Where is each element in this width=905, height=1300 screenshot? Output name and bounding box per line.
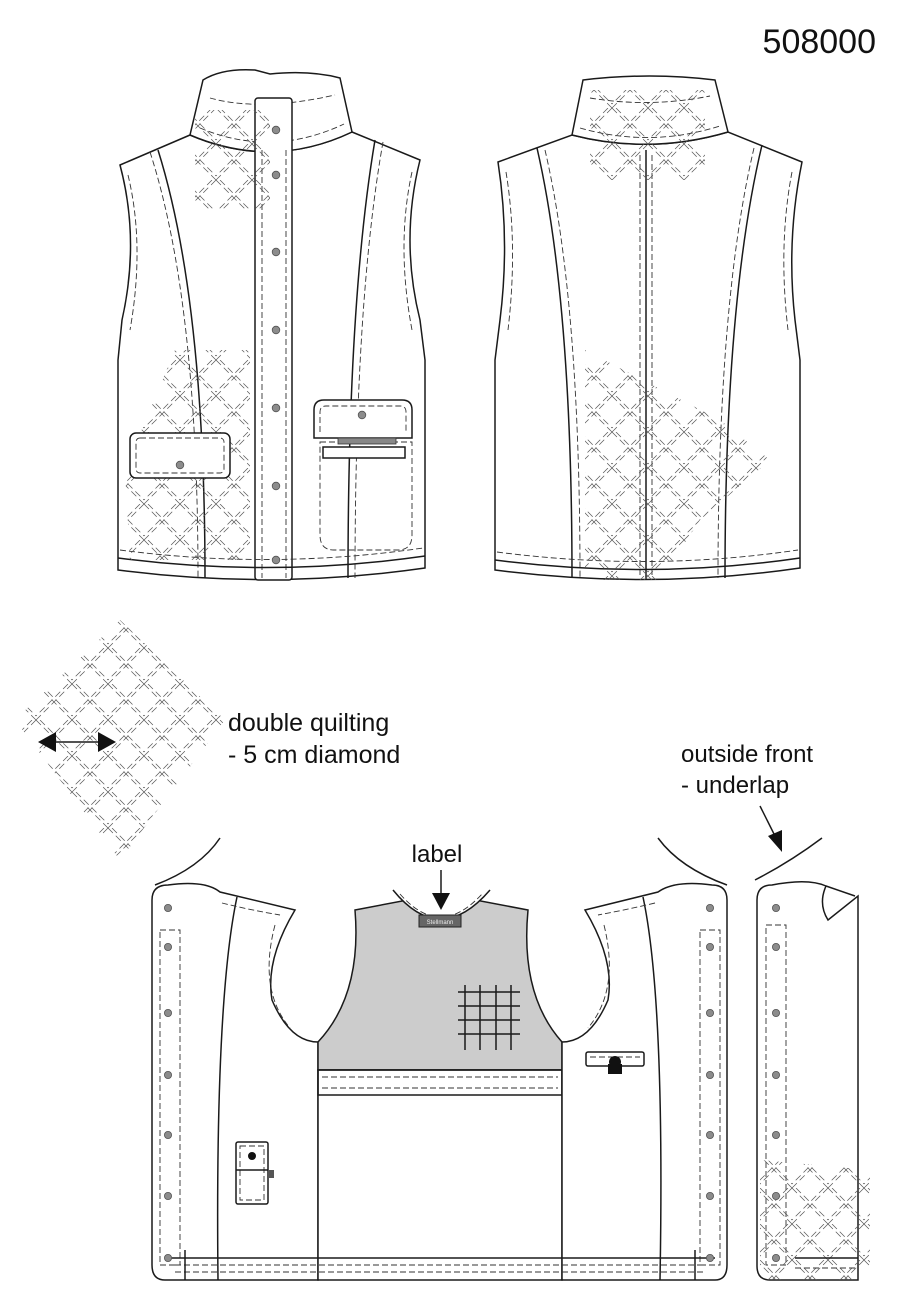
inside-view: Stellmann label [151,837,728,1281]
quilting-swatch: double quilting - 5 cm diamond [15,620,400,860]
front-buttons [271,125,281,565]
arrow-head-left [38,732,56,752]
front-quilting-collar [195,110,270,210]
inside-left-buttons [163,904,172,1263]
underlap-quilting [760,1160,870,1280]
inside-phone-pocket [235,1141,274,1205]
lining-grid-patch [458,985,520,1050]
underlap-piece [754,837,870,1281]
quilting-note-line2: - 5 cm diamond [228,741,400,769]
underlap-arrow-head [768,830,782,852]
front-view [117,68,426,581]
back-view [494,75,803,581]
brand-label-text: Stellmann [427,920,454,926]
label-arrow-head [432,893,450,910]
label-annotation: label [412,841,463,868]
inside-right-pocket [585,1051,645,1074]
front-right-flap-pocket [313,399,413,551]
back-quilting-collar [590,90,705,180]
quilting-note-line1: double quilting [228,709,389,737]
inside-back-facing [317,1069,563,1281]
front-left-flap-pocket [129,432,231,479]
model-number: 508000 [763,23,876,61]
underlap-note-line2: - underlap [681,772,789,799]
inside-right-buttons [706,904,715,1263]
arrow-head-right [98,732,116,752]
inside-right-front [561,882,728,1281]
inside-left-front [151,882,319,1281]
underlap-note-line1: outside front [681,741,813,768]
front-placket [254,97,293,581]
brand-label-tag [418,914,462,928]
